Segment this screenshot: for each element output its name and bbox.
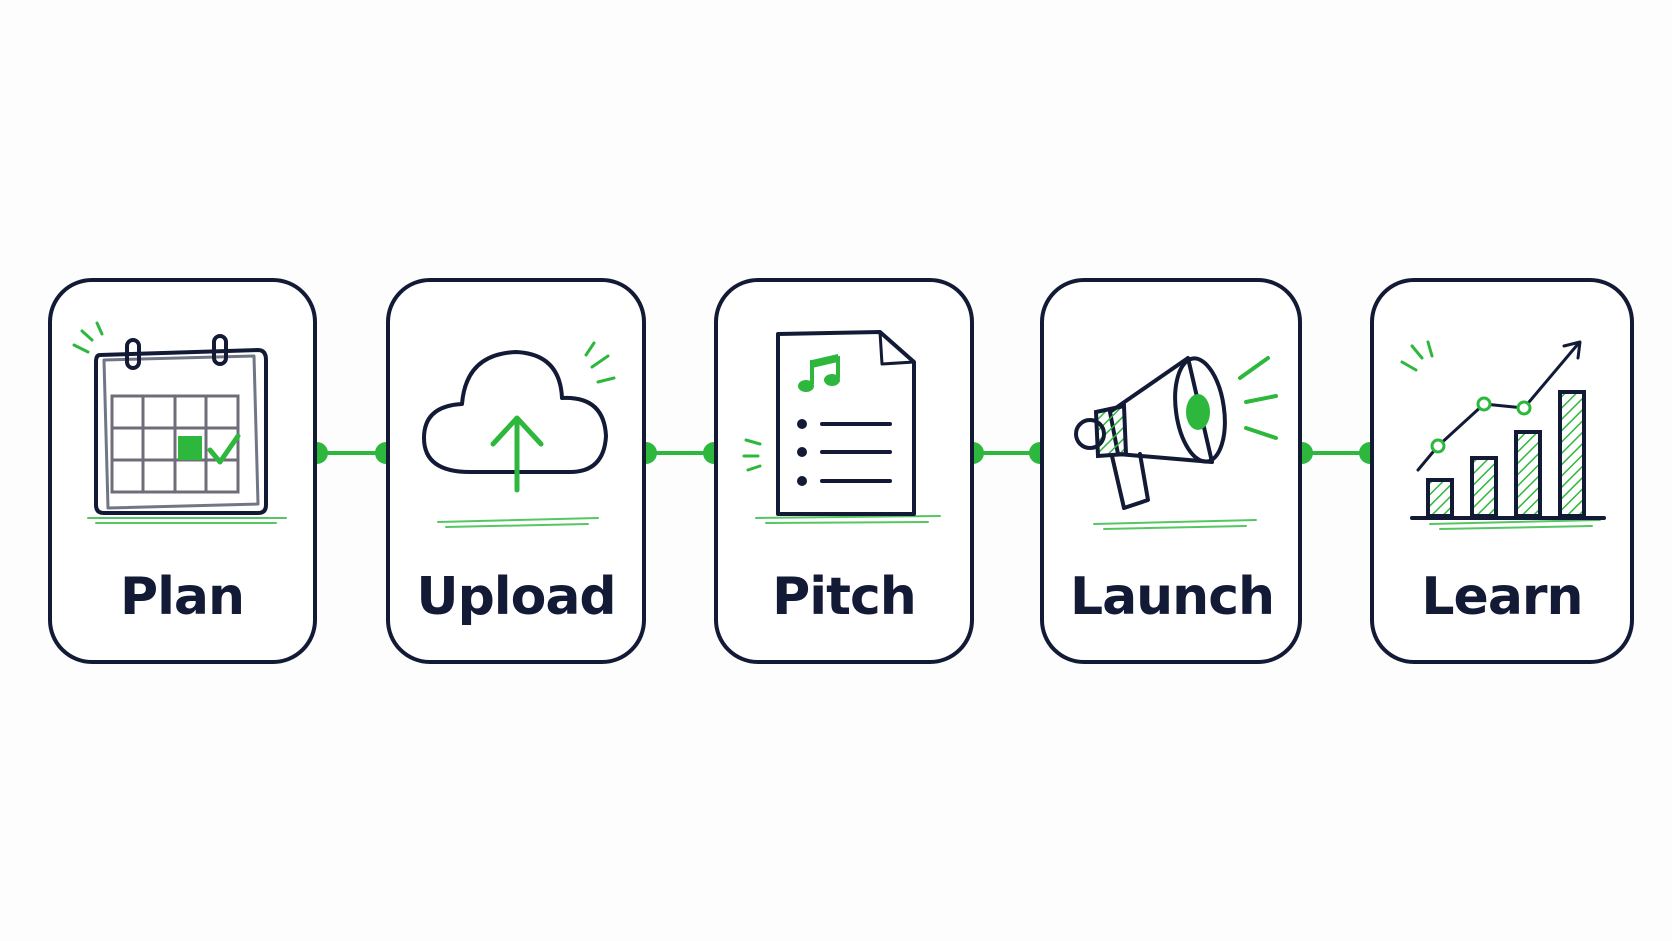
step-label-plan: Plan: [120, 567, 244, 627]
step-card-learn: Learn: [1370, 278, 1634, 664]
connector-upload-pitch: [635, 442, 725, 464]
step-card-plan: Plan: [48, 278, 317, 664]
music-document-icon: [742, 330, 941, 524]
step-card-upload: Upload: [386, 278, 646, 664]
step-label-upload: Upload: [416, 567, 615, 627]
megaphone-icon: [1074, 356, 1278, 530]
connector-pitch-launch: [962, 442, 1051, 464]
cloud-upload-icon: [422, 341, 616, 528]
growth-chart-icon: [1400, 340, 1606, 530]
calendar-icon: [72, 321, 287, 524]
step-label-learn: Learn: [1421, 567, 1582, 627]
step-label-pitch: Pitch: [772, 567, 916, 627]
connector-plan-upload: [306, 442, 397, 464]
step-label-launch: Launch: [1070, 567, 1274, 627]
music-note-icon: [798, 354, 840, 392]
step-card-launch: Launch: [1040, 278, 1302, 664]
connector-launch-learn: [1291, 442, 1381, 464]
step-card-pitch: Pitch: [714, 278, 974, 664]
